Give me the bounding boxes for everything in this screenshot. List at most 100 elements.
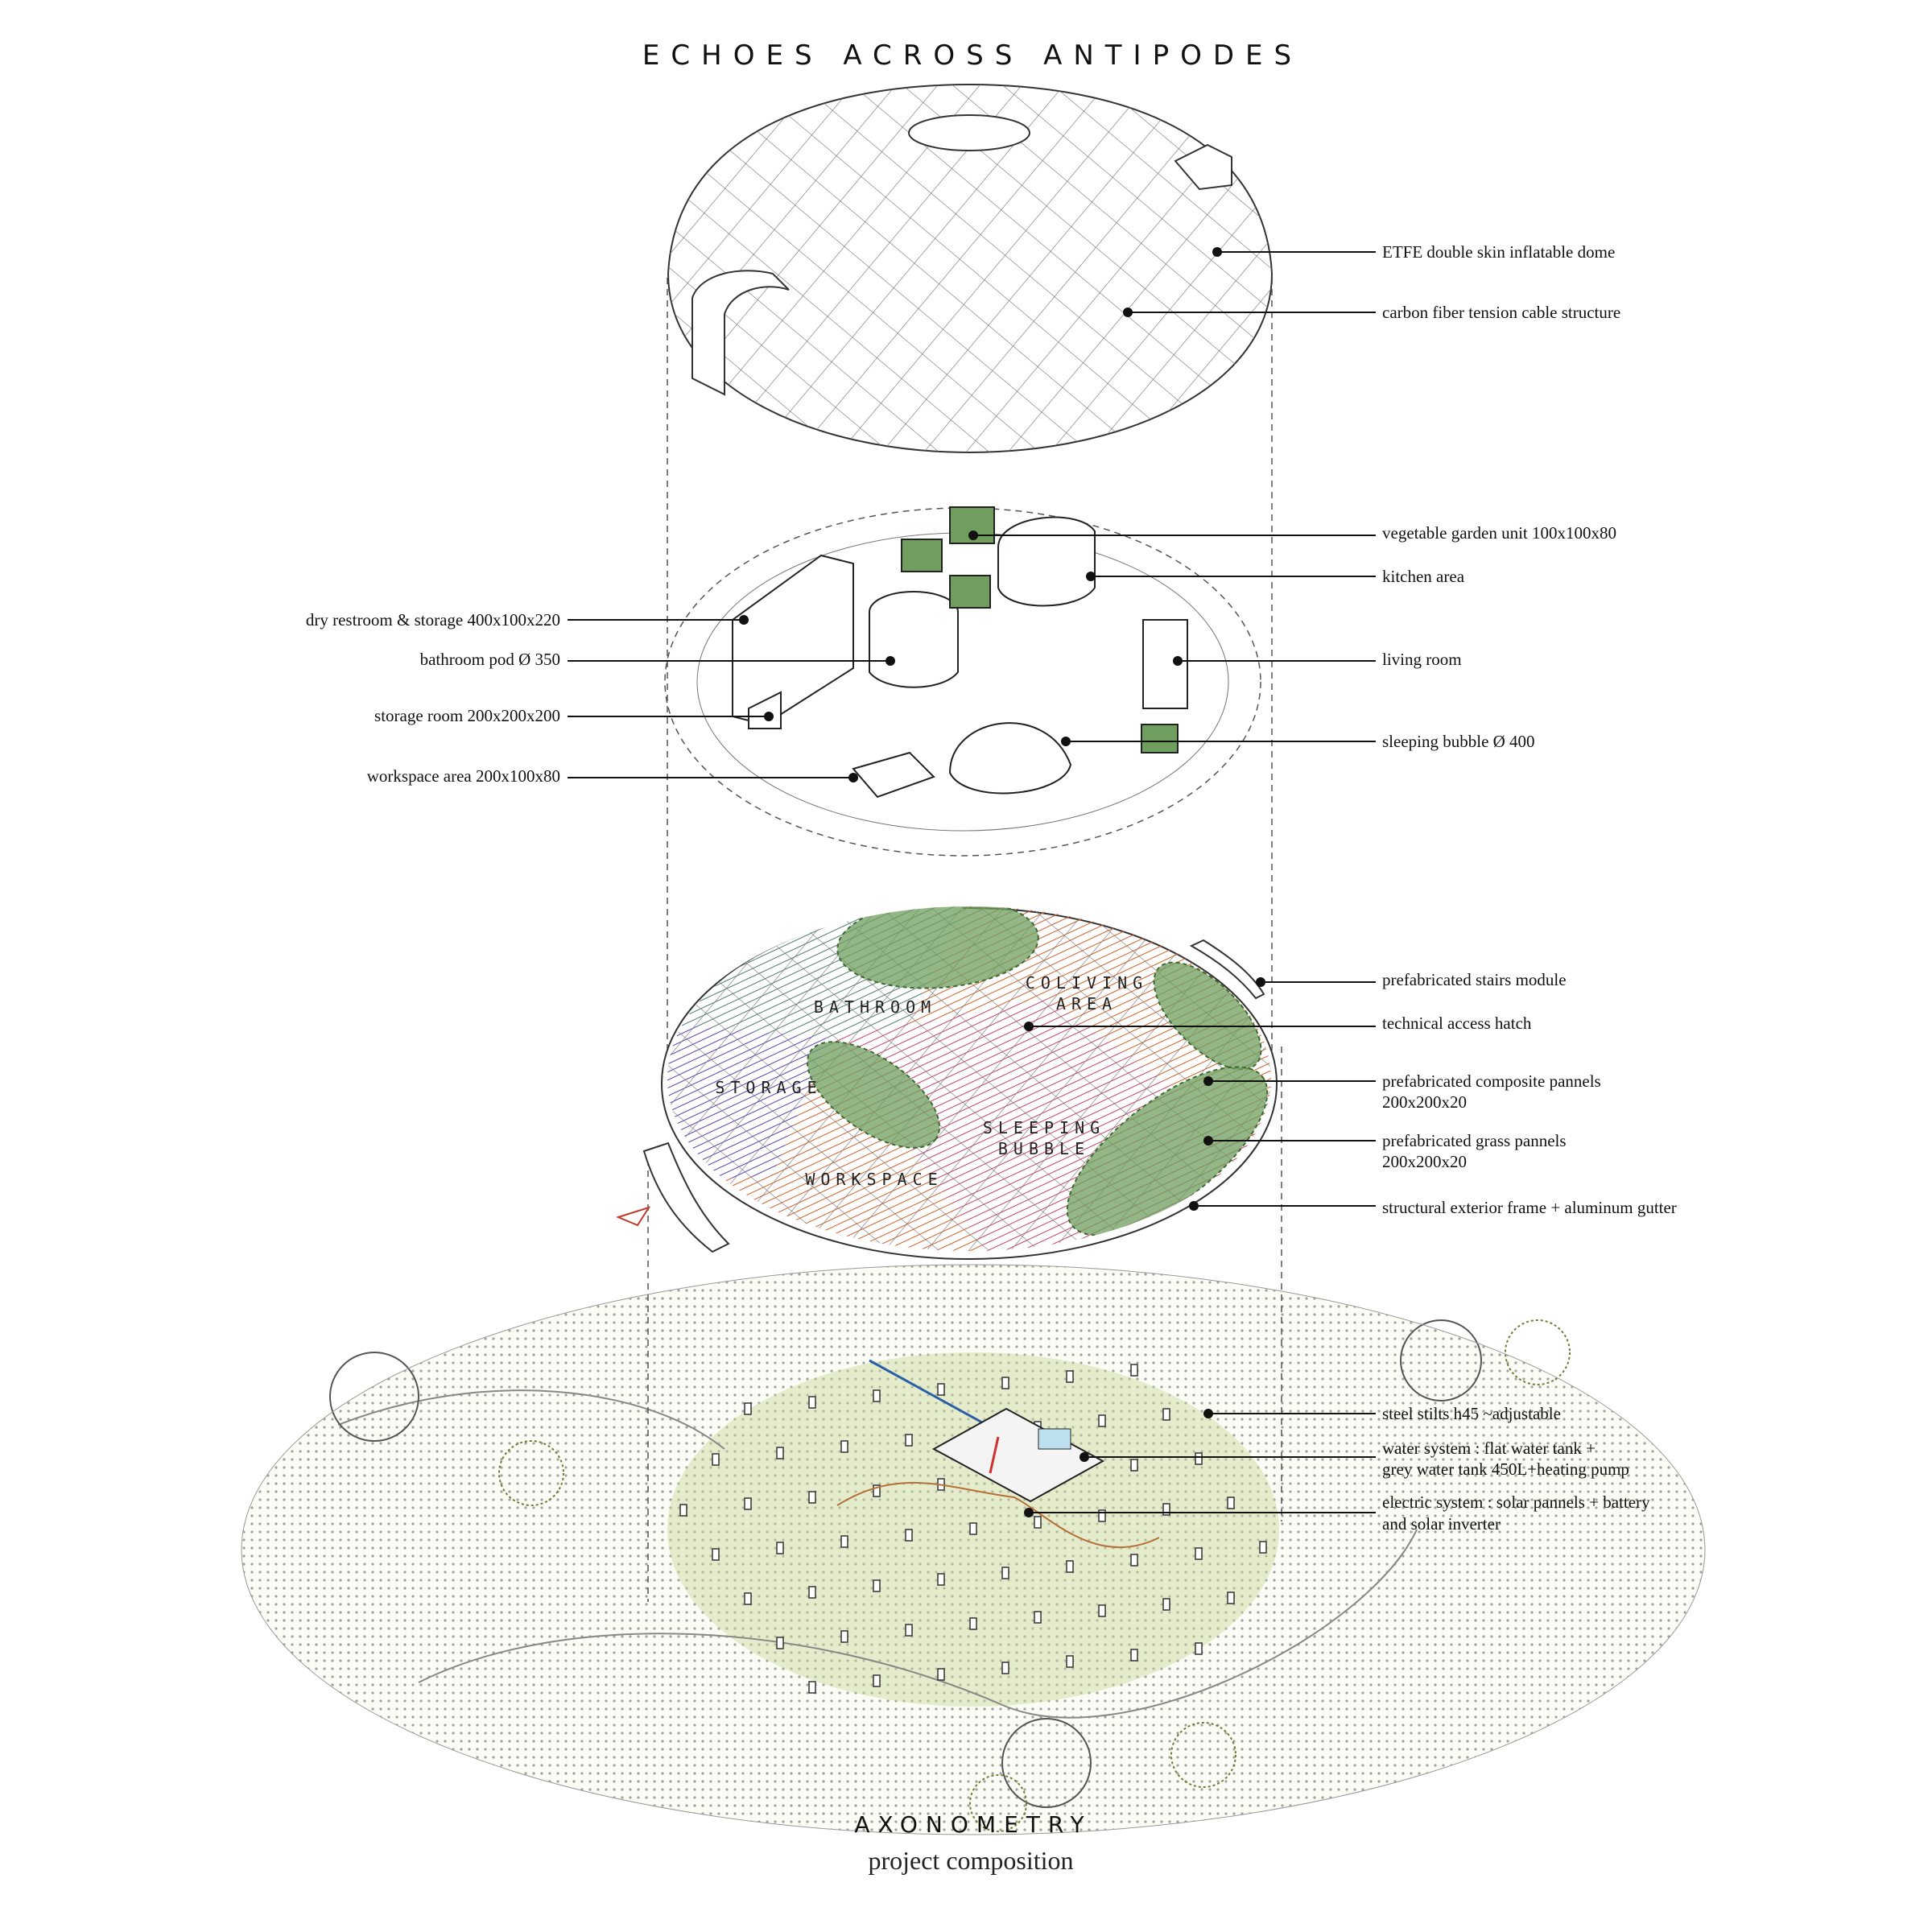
stilt xyxy=(776,1447,784,1459)
landscape xyxy=(242,1265,1705,1835)
stilt xyxy=(808,1586,816,1599)
zone-sleeping-2: BUBBLE xyxy=(998,1139,1090,1158)
stilt xyxy=(969,1617,977,1630)
label-water-2: grey water tank 450L+heating pump xyxy=(1382,1459,1629,1479)
stilt xyxy=(937,1668,945,1681)
zone-coliving-1: COLIVING xyxy=(1026,973,1148,993)
leader-dot xyxy=(1173,656,1183,666)
stilt xyxy=(744,1592,752,1605)
leader-dot xyxy=(1061,737,1071,746)
stilt xyxy=(1259,1541,1267,1554)
label-stairs: prefabricated stairs module xyxy=(1382,970,1567,989)
label-electric-2: and solar inverter xyxy=(1382,1514,1501,1534)
stilt xyxy=(1001,1662,1009,1674)
mep-systems xyxy=(836,1359,1160,1548)
stilt xyxy=(776,1637,784,1649)
leader-dot xyxy=(1203,1076,1213,1086)
labels-left: dry restroom & storage 400x100x220 bathr… xyxy=(306,610,560,786)
leader-dot xyxy=(1123,308,1133,317)
stilt xyxy=(1066,1560,1074,1573)
leader-dot xyxy=(1086,572,1096,581)
stilt xyxy=(1195,1547,1203,1560)
label-storage-room: storage room 200x200x200 xyxy=(374,706,560,725)
stilt xyxy=(1227,1591,1235,1604)
leader-dot xyxy=(1212,247,1222,257)
label-cable: carbon fiber tension cable structure xyxy=(1382,303,1620,322)
sleeping-bubble xyxy=(948,722,1072,795)
stilt xyxy=(1130,1459,1138,1472)
label-sleeping: sleeping bubble Ø 400 xyxy=(1382,732,1535,751)
leader-dot xyxy=(1256,977,1265,987)
stilt xyxy=(1227,1496,1235,1509)
label-grass-1: prefabricated grass pannels xyxy=(1382,1131,1567,1150)
kitchen-unit xyxy=(997,516,1096,607)
zone-coliving-2: AREA xyxy=(1056,994,1117,1013)
stilt xyxy=(712,1548,720,1561)
leader-dot xyxy=(968,530,978,540)
leader-lines xyxy=(568,247,1376,1517)
label-dome-skin: ETFE double skin inflatable dome xyxy=(1382,242,1615,262)
leader-dot xyxy=(1024,1508,1034,1517)
label-restroom: dry restroom & storage 400x100x220 xyxy=(306,610,560,630)
zone-sleeping-1: SLEEPING xyxy=(983,1118,1105,1137)
stilt xyxy=(937,1383,945,1396)
zone-bathroom: BATHROOM xyxy=(814,997,936,1017)
stilt xyxy=(1098,1414,1106,1427)
leader-dot xyxy=(1080,1452,1089,1462)
stilt xyxy=(873,1579,881,1592)
leader-dot xyxy=(739,615,749,625)
stilt xyxy=(873,1484,881,1497)
path-line xyxy=(418,1529,1418,1719)
stilt xyxy=(1034,1611,1042,1624)
stilt xyxy=(776,1542,784,1554)
stilt xyxy=(1195,1642,1203,1655)
stilt xyxy=(808,1681,816,1694)
stairs-module xyxy=(642,1141,730,1253)
stilt xyxy=(840,1440,848,1453)
stilt xyxy=(1195,1452,1203,1465)
label-composite-2: 200x200x20 xyxy=(1382,1092,1467,1112)
stilt xyxy=(840,1535,848,1548)
etfe-dome xyxy=(667,83,1274,454)
leader-dot xyxy=(1203,1136,1213,1146)
label-veg-garden: vegetable garden unit 100x100x80 xyxy=(1382,523,1616,543)
stilt xyxy=(679,1504,687,1517)
stilt xyxy=(808,1396,816,1409)
stilt xyxy=(1130,1554,1138,1567)
label-electric-1: electric system : solar pannels + batter… xyxy=(1382,1492,1650,1512)
stilt xyxy=(712,1453,720,1466)
footer-subheading: project composition xyxy=(868,1846,1073,1875)
stilt xyxy=(905,1434,913,1447)
label-hatch: technical access hatch xyxy=(1382,1013,1532,1033)
stilt xyxy=(1162,1503,1170,1516)
label-water-1: water system : flat water tank + xyxy=(1382,1439,1596,1458)
label-stilts: steel stilts h45 ~adjustable xyxy=(1382,1404,1561,1423)
leader-dot xyxy=(764,712,774,721)
label-kitchen: kitchen area xyxy=(1382,567,1465,586)
zone-workspace: WORKSPACE xyxy=(805,1170,943,1189)
title: ECHOES ACROSS ANTIPODES xyxy=(642,39,1302,72)
label-grass-2: 200x200x20 xyxy=(1382,1152,1467,1171)
label-frame: structural exterior frame + aluminum gut… xyxy=(1382,1198,1677,1217)
stilt xyxy=(873,1389,881,1402)
leader-dot xyxy=(848,773,858,782)
stilt xyxy=(1034,1516,1042,1529)
stilt xyxy=(840,1630,848,1643)
zone-storage: STORAGE xyxy=(715,1078,822,1097)
stilt xyxy=(1066,1655,1074,1668)
stilt xyxy=(937,1573,945,1586)
stilt xyxy=(1162,1598,1170,1611)
leader-dot xyxy=(1203,1409,1213,1418)
north-arrow-icon xyxy=(616,1206,651,1227)
floor-platform xyxy=(616,906,1278,1260)
stilt xyxy=(808,1491,816,1504)
leader-dot xyxy=(1189,1201,1199,1211)
stilt xyxy=(905,1529,913,1542)
stilt xyxy=(1001,1567,1009,1579)
stilt xyxy=(1098,1509,1106,1522)
stilt xyxy=(1001,1377,1009,1389)
projection-lines xyxy=(647,278,1282,1602)
interior-level xyxy=(664,506,1261,857)
